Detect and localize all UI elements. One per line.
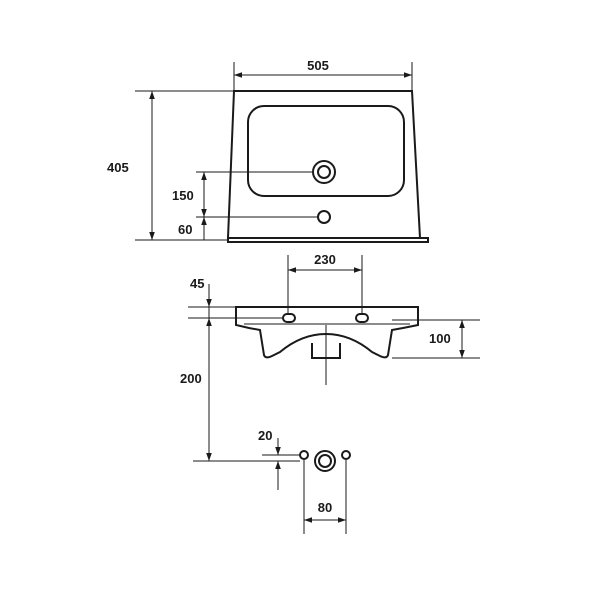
dimension-drain-height: 200 <box>180 318 300 462</box>
fixing-hole-left <box>299 450 309 460</box>
dimension-label-80: 80 <box>318 500 332 515</box>
dimension-label-100: 100 <box>429 331 451 346</box>
dimension-rim-height: 45 <box>188 276 283 319</box>
basin-outline-side <box>235 306 419 359</box>
dimension-label-20: 20 <box>258 428 272 443</box>
dimension-label-405: 405 <box>107 160 129 175</box>
basin-outline-top <box>226 90 422 239</box>
drain-outer-ring <box>312 160 336 184</box>
waste-outlet-inner <box>318 454 332 468</box>
overflow-slot-left <box>282 313 296 323</box>
dimension-width: 505 <box>233 58 413 91</box>
dimension-tap-position: 150 60 <box>172 171 318 240</box>
dimension-label-230: 230 <box>314 252 336 267</box>
side-view <box>235 306 419 385</box>
bowl-inner-outline <box>247 105 405 197</box>
overflow-slot-right <box>355 313 369 323</box>
waste-outlet-outer <box>314 450 336 472</box>
dimension-depth: 405 <box>107 90 234 241</box>
connection-view <box>299 450 351 472</box>
dimension-fixing-spacing: 80 <box>303 459 347 534</box>
dimension-label-200: 200 <box>180 371 202 386</box>
basin-base-plate <box>227 237 429 243</box>
dimension-label-60: 60 <box>178 222 192 237</box>
tap-hole <box>317 210 331 224</box>
dimension-label-150: 150 <box>172 188 194 203</box>
dimension-bowl-height: 100 <box>392 319 480 359</box>
dimension-hole-spacing: 230 <box>287 252 363 313</box>
top-view <box>226 90 429 243</box>
dimension-label-45: 45 <box>190 276 204 291</box>
dimension-fixing-offset: 20 <box>258 428 300 490</box>
dimension-label-505: 505 <box>307 58 329 73</box>
drain-inner-ring <box>317 165 331 179</box>
fixing-hole-right <box>341 450 351 460</box>
